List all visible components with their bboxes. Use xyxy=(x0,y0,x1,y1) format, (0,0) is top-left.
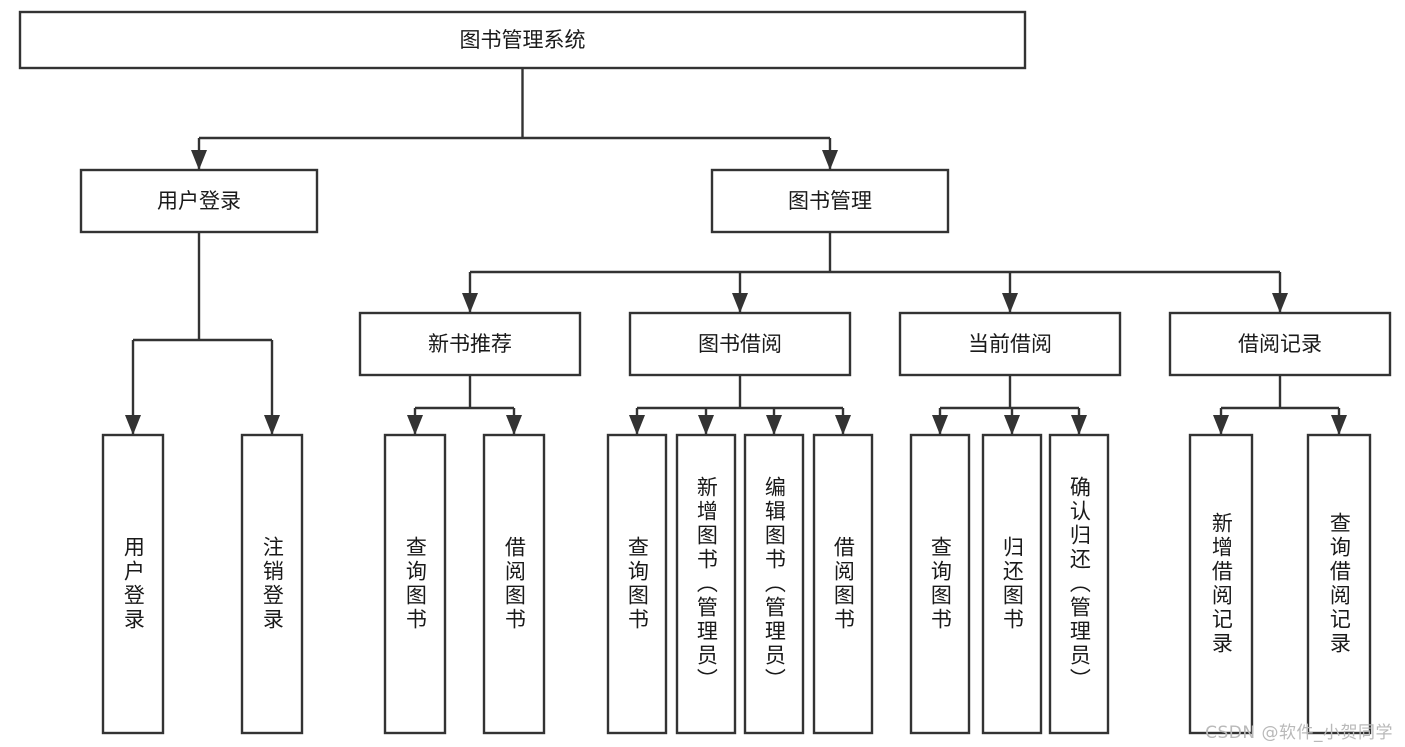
node-leaf-box-3[interactable] xyxy=(482,433,546,735)
arrow-head-icon xyxy=(1004,415,1020,435)
node-leaf-box-1[interactable] xyxy=(240,433,304,735)
node-level3-label-2: 当前借阅 xyxy=(968,332,1052,356)
arrow-head-icon xyxy=(1071,415,1087,435)
arrow-head-icon xyxy=(1331,415,1347,435)
arrow-head-icon xyxy=(407,415,423,435)
arrow-head-icon xyxy=(835,415,851,435)
node-level2-label-1: 图书管理 xyxy=(788,189,872,213)
arrow-head-icon xyxy=(125,415,141,435)
arrow-head-icon xyxy=(264,415,280,435)
node-root-box[interactable] xyxy=(18,10,1027,70)
arrow-head-icon xyxy=(462,293,478,313)
node-leaf-box-6[interactable] xyxy=(743,433,805,735)
node-level3-box-0[interactable] xyxy=(358,311,582,377)
node-leaf-box-5[interactable] xyxy=(675,433,737,735)
node-level2-label-0: 用户登录 xyxy=(157,189,241,213)
arrow-head-icon xyxy=(932,415,948,435)
arrow-head-icon xyxy=(732,293,748,313)
arrow-head-icon xyxy=(191,150,207,170)
node-root-label: 图书管理系统 xyxy=(460,28,586,52)
node-level2-box-0[interactable] xyxy=(79,168,319,234)
arrow-head-icon xyxy=(822,150,838,170)
node-leaf-box-0[interactable] xyxy=(101,433,165,735)
node-level3-box-3[interactable] xyxy=(1168,311,1392,377)
arrow-head-icon xyxy=(698,415,714,435)
node-level3-label-0: 新书推荐 xyxy=(428,332,512,356)
node-leaf-box-9[interactable] xyxy=(981,433,1043,735)
node-leaf-box-12[interactable] xyxy=(1306,433,1372,735)
node-level3-label-1: 图书借阅 xyxy=(698,332,782,356)
connector-layer xyxy=(125,68,1347,435)
node-leaf-box-11[interactable] xyxy=(1188,433,1254,735)
node-level3-label-3: 借阅记录 xyxy=(1238,332,1322,356)
csdn-watermark: CSDN @软件_小贺同学 xyxy=(1205,723,1393,743)
node-leaf-box-2[interactable] xyxy=(383,433,447,735)
arrow-head-icon xyxy=(1213,415,1229,435)
node-leaf-box-4[interactable] xyxy=(606,433,668,735)
node-box-layer xyxy=(18,10,1392,735)
node-leaf-box-10[interactable] xyxy=(1048,433,1110,735)
node-level3-box-2[interactable] xyxy=(898,311,1122,377)
arrow-head-icon xyxy=(766,415,782,435)
node-level2-box-1[interactable] xyxy=(710,168,950,234)
arrow-head-icon xyxy=(1272,293,1288,313)
arrow-head-icon xyxy=(1002,293,1018,313)
node-leaf-box-8[interactable] xyxy=(909,433,971,735)
node-leaf-box-7[interactable] xyxy=(812,433,874,735)
arrow-head-icon xyxy=(629,415,645,435)
arrow-head-icon xyxy=(506,415,522,435)
node-level3-box-1[interactable] xyxy=(628,311,852,377)
